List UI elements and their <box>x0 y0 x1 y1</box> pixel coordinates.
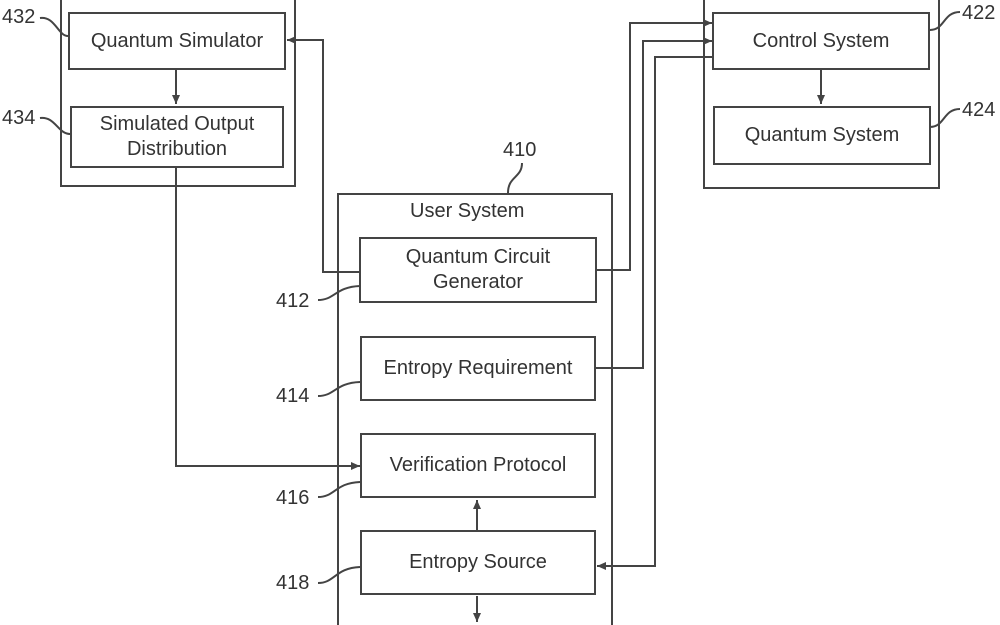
block-label: Entropy Requirement <box>383 357 573 379</box>
block-simulated-output-distribution: Simulated Output Distribution <box>70 106 284 168</box>
block-label: Quantum Circuit Generator <box>405 246 551 293</box>
block-entropy-requirement: Entropy Requirement <box>360 336 596 401</box>
block-control-system: Control System <box>712 12 930 70</box>
leader-418 <box>317 566 361 584</box>
leader-414 <box>317 381 361 397</box>
user-system-container <box>337 193 613 625</box>
block-label: Verification Protocol <box>389 454 567 476</box>
block-quantum-circuit-generator: Quantum Circuit Generator <box>359 237 597 303</box>
ref-432: 432 <box>2 6 36 28</box>
connector-qcg-to-control <box>596 19 712 271</box>
user-system-title: User System <box>410 200 525 222</box>
block-label: Entropy Source <box>409 551 547 573</box>
ref-410: 410 <box>503 139 537 161</box>
ref-424: 424 <box>962 99 996 121</box>
leader-424 <box>929 108 961 128</box>
connector-output-to-verification <box>175 168 360 470</box>
connector-control-to-entropy-source <box>597 56 712 570</box>
block-label: Simulated Output Distribution <box>99 113 255 160</box>
block-label: Quantum Simulator <box>90 29 264 52</box>
ref-422: 422 <box>962 2 996 24</box>
block-quantum-system: Quantum System <box>713 106 931 165</box>
connector-qcg-to-simulator <box>287 36 360 273</box>
block-quantum-simulator: Quantum Simulator <box>68 12 286 70</box>
connector-entropy-req-to-control <box>596 37 712 369</box>
simulator-system-container <box>60 0 296 187</box>
ref-418: 418 <box>276 572 310 594</box>
leader-416 <box>317 481 361 498</box>
block-verification-protocol: Verification Protocol <box>360 433 596 498</box>
leader-412 <box>317 285 361 301</box>
ref-416: 416 <box>276 487 310 509</box>
ref-434: 434 <box>2 107 36 129</box>
leader-410 <box>507 162 523 194</box>
block-entropy-source: Entropy Source <box>360 530 596 595</box>
block-label: Quantum System <box>744 124 900 146</box>
leader-422 <box>929 11 961 31</box>
block-label: Control System <box>752 29 890 52</box>
leader-434 <box>39 116 71 135</box>
ref-414: 414 <box>276 385 310 407</box>
ref-412: 412 <box>276 290 310 312</box>
leader-432 <box>39 16 69 37</box>
quantum-computing-container <box>703 0 940 189</box>
